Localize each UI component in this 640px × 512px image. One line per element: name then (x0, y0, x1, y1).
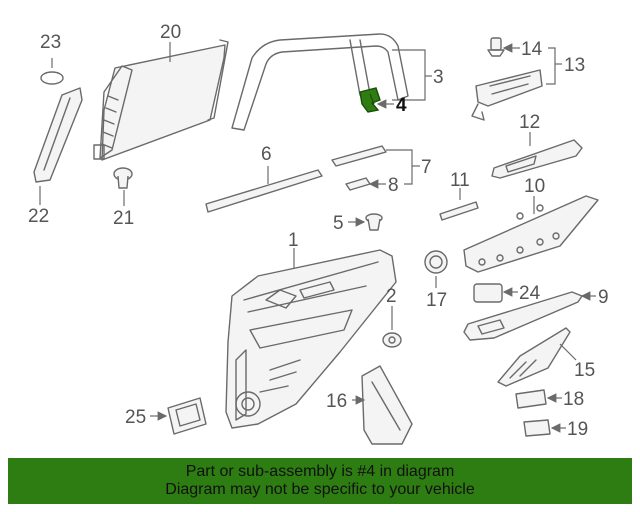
callout-11: 11 (450, 170, 470, 191)
callout-12: 12 (519, 112, 540, 133)
part-8-insert[interactable] (345, 177, 371, 191)
callout-14: 14 (521, 39, 543, 60)
callout-22: 22 (28, 206, 49, 227)
callout-24: 24 (519, 283, 541, 304)
callout-19: 19 (567, 419, 588, 440)
callout-8: 8 (388, 175, 399, 196)
part-23-emblem[interactable] (40, 71, 64, 85)
callout-7: 7 (421, 157, 432, 178)
callout-25: 25 (125, 407, 146, 428)
parts-diagram: 23 22 20 21 3 4 (28, 22, 609, 445)
banner-line-1: Part or sub-assembly is #4 in diagram (185, 463, 455, 480)
part-15-map-pocket[interactable] (497, 327, 571, 387)
callout-20: 20 (160, 22, 181, 43)
part-16-pillar-trim[interactable] (361, 365, 413, 445)
part-7-trim[interactable] (331, 145, 387, 167)
callout-16: 16 (326, 391, 347, 412)
part-4-bracket[interactable] (359, 87, 381, 113)
part-11-trim[interactable] (439, 201, 479, 221)
part-20-sunshade[interactable] (93, 39, 229, 161)
part-17-speaker-grille[interactable] (424, 250, 448, 274)
part-6-trim-strip[interactable] (205, 169, 323, 213)
part-19-cap[interactable] (523, 419, 551, 437)
part-5-clip[interactable] (365, 213, 383, 231)
part-14-clip[interactable] (487, 37, 505, 57)
info-banner: Part or sub-assembly is #4 in diagram Di… (8, 458, 632, 504)
part-1-door-panel[interactable] (225, 249, 397, 429)
part-22-pillar-trim[interactable] (33, 87, 83, 183)
part-18-cover[interactable] (515, 389, 547, 409)
callout-15: 15 (574, 360, 595, 381)
callout-5: 5 (333, 213, 344, 234)
part-10-armrest-panel[interactable] (463, 195, 599, 273)
part-9-armrest[interactable] (463, 291, 583, 341)
callout-23: 23 (40, 32, 61, 53)
callout-4: 4 (396, 95, 407, 116)
part-12-handle-trim[interactable] (491, 139, 583, 179)
callout-21: 21 (113, 208, 134, 229)
part-13-handle-assembly[interactable] (471, 69, 543, 121)
callout-6: 6 (261, 144, 272, 165)
callout-2: 2 (386, 286, 397, 307)
callout-10: 10 (524, 176, 545, 197)
callout-3: 3 (433, 67, 444, 88)
part-24-switch-bezel[interactable] (473, 283, 503, 303)
part-21-clip[interactable] (113, 167, 133, 189)
callout-1: 1 (288, 230, 299, 251)
callout-13: 13 (564, 55, 585, 76)
part-25-handle-housing[interactable] (167, 397, 207, 435)
callout-9: 9 (598, 287, 609, 308)
callout-18: 18 (563, 389, 584, 410)
part-2-plug[interactable] (382, 332, 402, 348)
part-3-frame-trim[interactable] (231, 33, 409, 131)
callout-17: 17 (426, 290, 447, 311)
banner-line-2: Diagram may not be specific to your vehi… (165, 481, 475, 498)
